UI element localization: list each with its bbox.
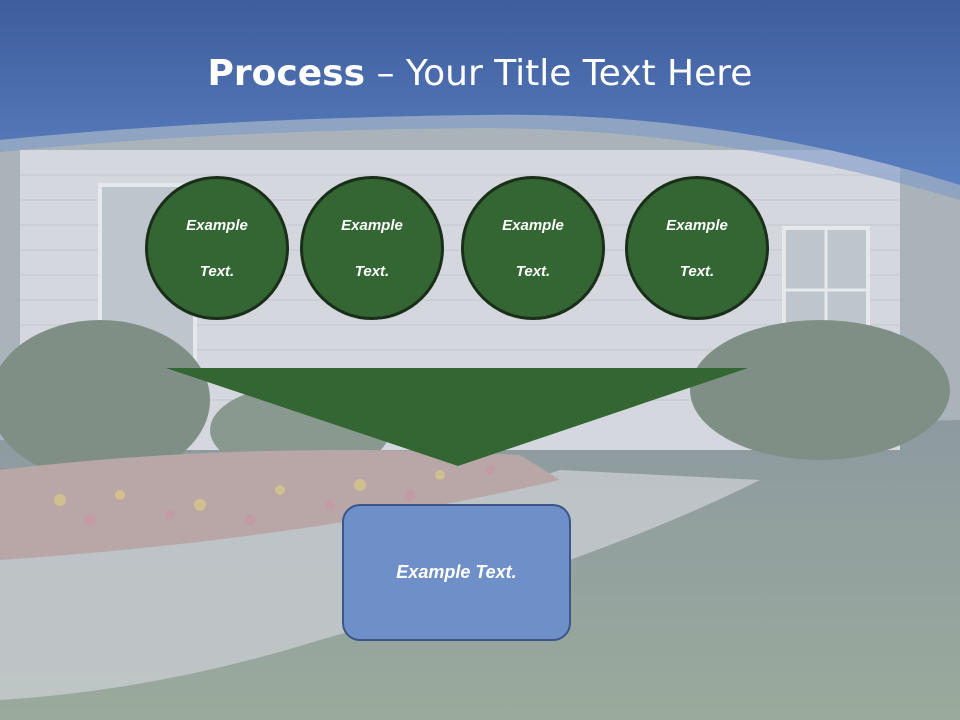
slide-title: Process – Your Title Text Here — [0, 52, 960, 96]
result-box-label: Example Text. — [396, 562, 517, 582]
circle-1-line-1: Example — [186, 216, 248, 234]
title-bold: Process — [207, 53, 366, 94]
circle-2-line-2: Text. — [354, 262, 390, 280]
circle-4-line-2: Text. — [679, 262, 715, 280]
funnel-arrow — [166, 368, 748, 466]
result-box: Example Text. — [342, 504, 571, 641]
circle-3-line-1: Example — [502, 216, 564, 234]
circle-4-line-1: Example — [666, 216, 728, 234]
circle-1-line-2: Text. — [199, 262, 235, 280]
circle-2-line-1: Example — [341, 216, 403, 234]
title-rest: – Your Title Text Here — [365, 53, 753, 94]
circle-3-line-2: Text. — [515, 262, 551, 280]
